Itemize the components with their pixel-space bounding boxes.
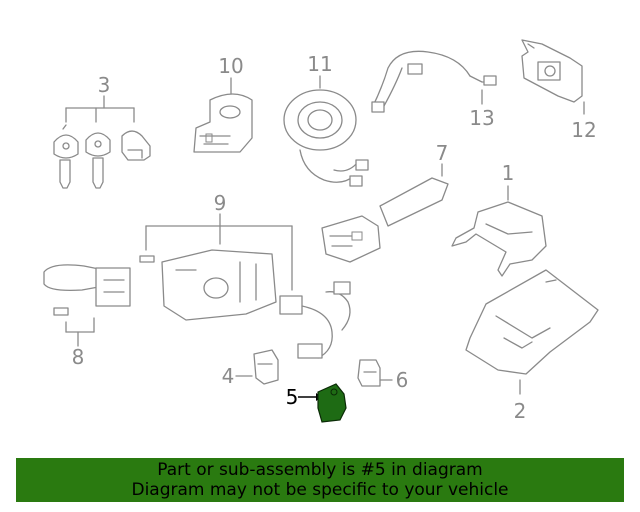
callout-2: 2 bbox=[514, 399, 527, 423]
part-5-highlighted bbox=[298, 383, 347, 423]
banner-line-1: Part or sub-assembly is #5 in diagram bbox=[157, 460, 483, 480]
callout-3: 3 bbox=[98, 73, 111, 97]
part-2-lower-cover bbox=[465, 269, 599, 395]
part-3-keys bbox=[53, 95, 151, 189]
part-13-harness bbox=[371, 50, 497, 113]
part-11-clock-spring bbox=[283, 75, 369, 187]
callout-11: 11 bbox=[307, 52, 332, 76]
part-6-switch bbox=[357, 359, 393, 387]
callout-4: 4 bbox=[222, 364, 235, 388]
banner-line-2: Diagram may not be specific to your vehi… bbox=[131, 480, 509, 500]
info-banner: Part or sub-assembly is #5 in diagram Di… bbox=[16, 458, 624, 502]
callout-13: 13 bbox=[469, 106, 494, 130]
part-4-switch bbox=[235, 349, 279, 385]
callout-12: 12 bbox=[571, 118, 596, 142]
part-10-sensor bbox=[193, 77, 253, 153]
part-9-switch-body bbox=[139, 213, 293, 321]
callout-1: 1 bbox=[502, 161, 515, 185]
part-12-bracket bbox=[521, 39, 585, 115]
callout-9: 9 bbox=[214, 191, 227, 215]
callout-10: 10 bbox=[218, 54, 243, 78]
part-9-connector bbox=[279, 281, 351, 359]
part-8-turn-switch bbox=[43, 264, 131, 347]
part-7-wiper-switch bbox=[321, 163, 449, 263]
callout-6: 6 bbox=[396, 368, 409, 392]
part-1-upper-cover bbox=[451, 185, 547, 277]
callout-8: 8 bbox=[72, 345, 85, 369]
callout-5: 5 bbox=[286, 385, 299, 409]
callout-7: 7 bbox=[436, 141, 449, 165]
